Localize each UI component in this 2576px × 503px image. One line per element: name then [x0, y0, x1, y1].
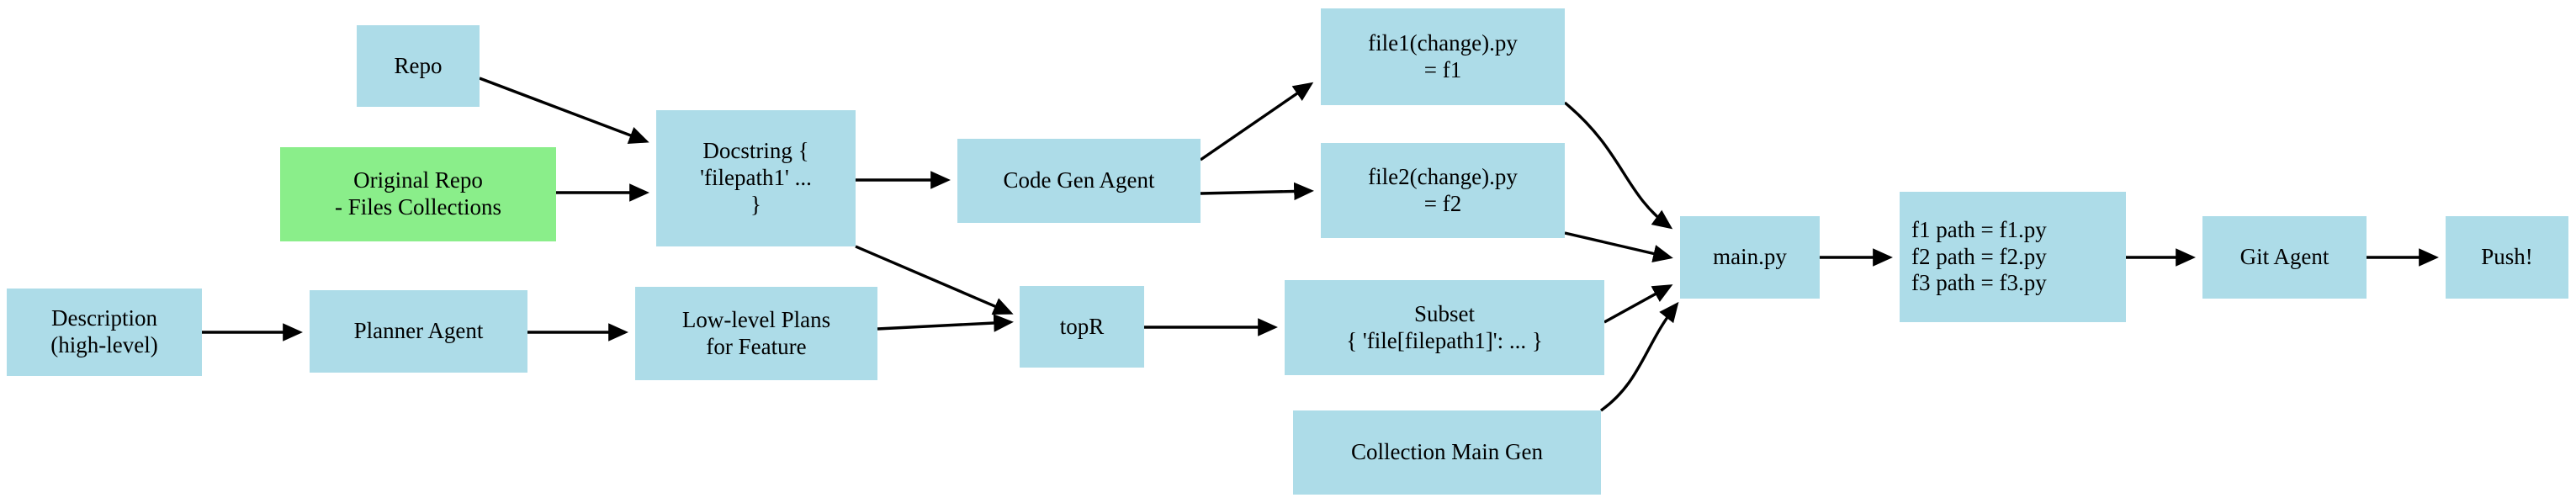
node-code-gen-agent-label: Code Gen Agent: [1003, 167, 1155, 193]
edge-file2-to-mainpy: [1564, 231, 1673, 262]
node-push-label: Push!: [2481, 244, 2533, 270]
edge-collection-to-mainpy: [1600, 301, 1679, 412]
node-main-py-label: main.py: [1713, 244, 1787, 270]
edge-docstring-to-topr: [855, 245, 1014, 315]
node-file1-label: file1(change).py = f1: [1368, 29, 1518, 82]
node-topr[interactable]: topR: [1020, 286, 1144, 368]
node-subset[interactable]: Subset { 'file[filepath1]': ... }: [1285, 280, 1604, 375]
node-planner-agent[interactable]: Planner Agent: [310, 290, 527, 373]
node-original-repo-label: Original Repo - Files Collections: [335, 167, 501, 220]
edge-file1-to-mainpy: [1563, 101, 1673, 230]
node-code-gen-agent[interactable]: Code Gen Agent: [957, 139, 1201, 223]
node-file1[interactable]: file1(change).py = f1: [1321, 8, 1565, 105]
edge-codegen-to-file1: [1200, 82, 1314, 161]
node-git-agent[interactable]: Git Agent: [2202, 216, 2367, 299]
node-description[interactable]: Description (high-level): [7, 289, 202, 376]
node-file-paths-label: f1 path = f1.py f2 path = f2.py f3 path …: [1911, 216, 2047, 296]
node-push[interactable]: Push!: [2446, 216, 2568, 299]
node-repo-label: Repo: [394, 52, 443, 78]
edge-codegen-to-file2: [1200, 182, 1314, 201]
edge-lowlevel-to-topr: [877, 314, 1014, 332]
node-file-paths[interactable]: f1 path = f1.py f2 path = f2.py f3 path …: [1900, 192, 2126, 322]
node-subset-label: Subset { 'file[filepath1]': ... }: [1346, 300, 1543, 353]
edge-repo-to-docstring: [479, 77, 649, 144]
node-description-label: Description (high-level): [50, 305, 158, 357]
node-original-repo[interactable]: Original Repo - Files Collections: [280, 147, 556, 241]
node-low-level-plans-label: Low-level Plans for Feature: [681, 306, 831, 359]
node-docstring[interactable]: Docstring { 'filepath1' ... }: [656, 110, 856, 246]
node-collection-main-gen-label: Collection Main Gen: [1351, 439, 1543, 465]
node-planner-agent-label: Planner Agent: [353, 318, 484, 344]
node-repo[interactable]: Repo: [357, 25, 480, 107]
node-file2-label: file2(change).py = f2: [1368, 163, 1518, 216]
edge-subset-to-mainpy: [1603, 284, 1673, 324]
node-docstring-label: Docstring { 'filepath1' ... }: [700, 138, 812, 217]
node-main-py[interactable]: main.py: [1680, 216, 1820, 299]
node-collection-main-gen[interactable]: Collection Main Gen: [1293, 410, 1601, 495]
node-git-agent-label: Git Agent: [2239, 244, 2330, 270]
node-low-level-plans[interactable]: Low-level Plans for Feature: [635, 287, 877, 380]
node-file2[interactable]: file2(change).py = f2: [1321, 143, 1565, 238]
node-topr-label: topR: [1059, 313, 1105, 339]
